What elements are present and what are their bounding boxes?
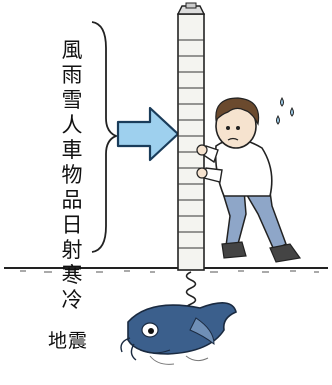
grouping-brace bbox=[91, 21, 119, 253]
force-snow: 雪 bbox=[61, 88, 83, 112]
earthquake-label: 地震 bbox=[48, 330, 89, 352]
force-vehicle: 車 bbox=[61, 138, 83, 162]
pole bbox=[176, 2, 206, 271]
arrow-icon bbox=[116, 106, 180, 162]
force-rain: 雨 bbox=[61, 63, 83, 87]
forces-label-column: 風 雨 雪 人 車 物品 日射 寒冷 bbox=[58, 38, 86, 313]
force-objects: 物品 bbox=[61, 163, 83, 212]
ground-texture bbox=[20, 270, 319, 273]
force-wind: 風 bbox=[61, 38, 83, 62]
man-figure bbox=[196, 97, 302, 263]
catfish-icon bbox=[120, 302, 237, 365]
force-sunlight: 日射 bbox=[61, 213, 83, 262]
force-cold: 寒冷 bbox=[61, 263, 83, 312]
spring-icon bbox=[185, 271, 197, 311]
force-person: 人 bbox=[61, 113, 83, 137]
